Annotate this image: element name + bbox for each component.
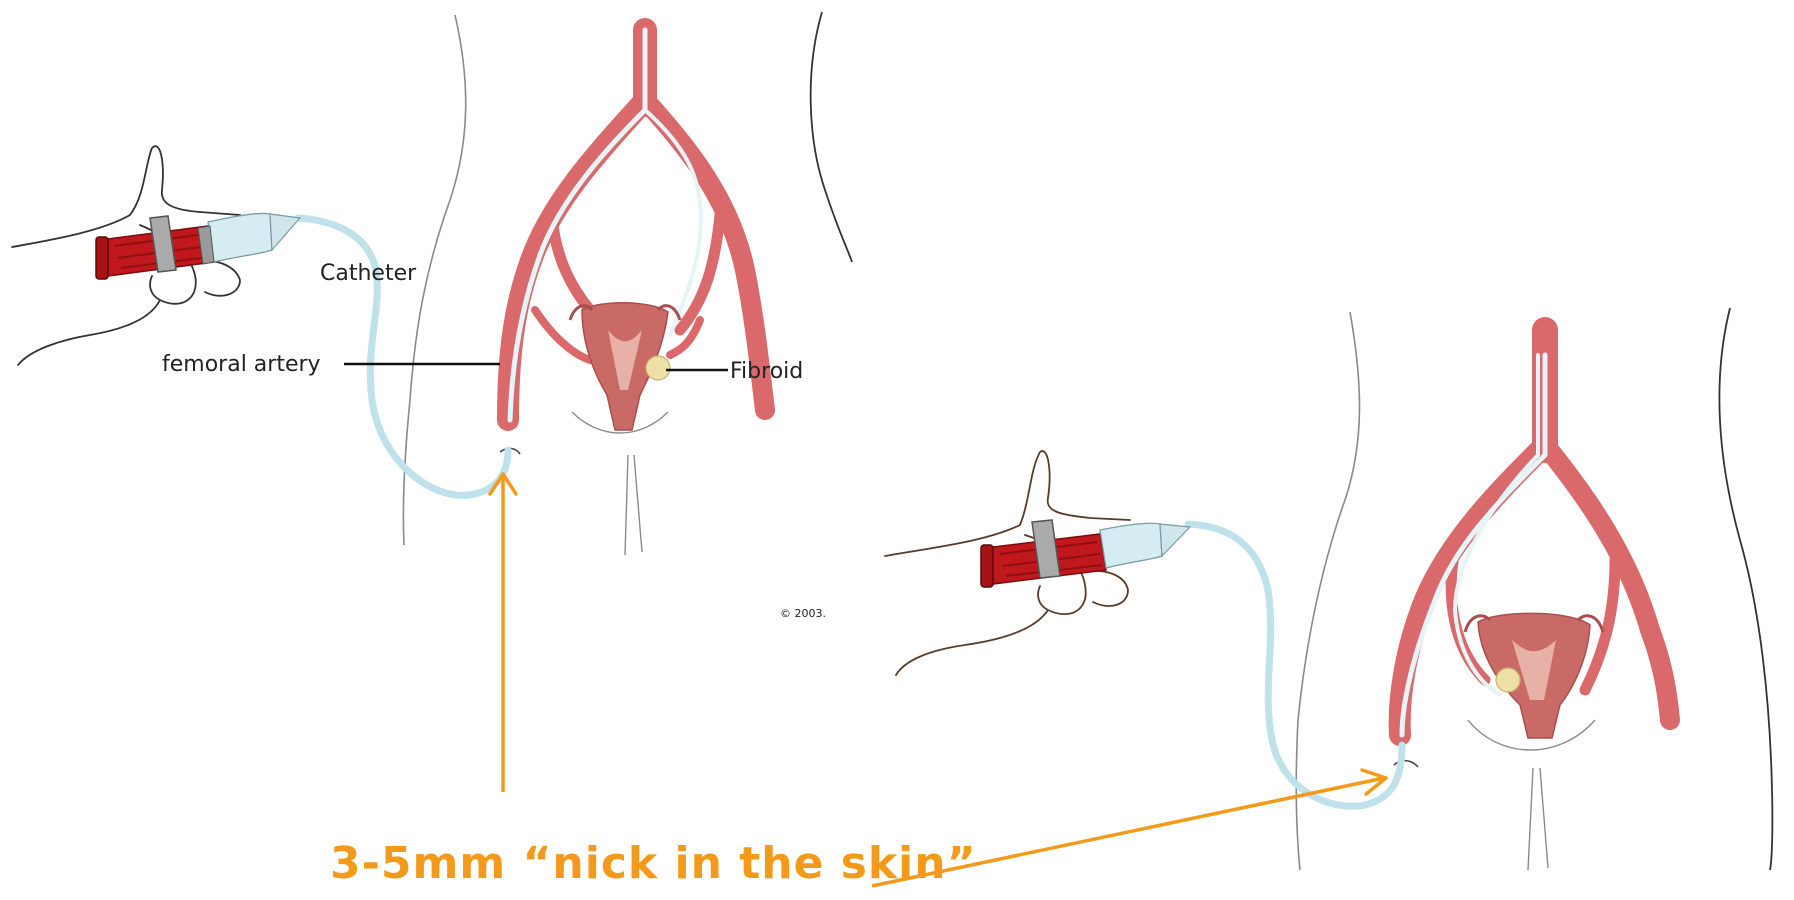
- left-fibroid: [646, 356, 670, 380]
- fibroid-label: Fibroid: [730, 359, 803, 384]
- right-leg-line-b: [1540, 768, 1548, 868]
- left-body-outline-right: [811, 12, 852, 262]
- right-catheter-tube: [1188, 524, 1402, 806]
- right-illustration: [885, 308, 1772, 870]
- left-leg-line-b: [634, 455, 642, 552]
- left-syringe: [96, 213, 300, 279]
- copyright-label: © 2003.: [780, 607, 826, 620]
- right-fibroid: [1496, 668, 1520, 692]
- left-leg-line-a: [625, 455, 628, 555]
- femoral-artery-label: femoral artery: [162, 352, 321, 377]
- right-body-outline-right: [1719, 308, 1772, 870]
- left-catheter-tube: [298, 218, 508, 495]
- right-leg-line-a: [1528, 768, 1533, 870]
- skin-nick-caption: 3-5mm “nick in the skin”: [330, 842, 977, 886]
- catheter-label: Catheter: [320, 261, 417, 286]
- right-syringe: [981, 520, 1190, 587]
- left-illustration: Catheter femoral artery Fibroid © 2003.: [12, 12, 852, 792]
